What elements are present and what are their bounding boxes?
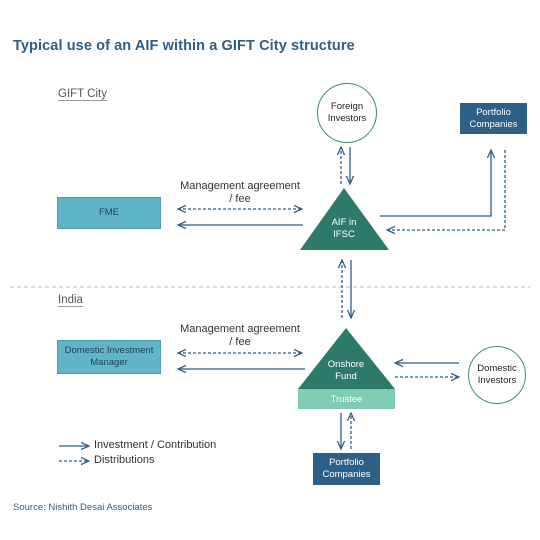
portfolio-companies-gift-node: Portfolio Companies <box>460 103 527 134</box>
diagram-title: Typical use of an AIF within a GIFT City… <box>13 38 355 54</box>
aif-triangle <box>300 188 389 250</box>
aif-in-ifsc-label: AIF in IFSC <box>331 217 357 240</box>
section-label-gift-city: GIFT City <box>58 88 107 100</box>
onshore-triangle <box>298 328 395 389</box>
legend-distributions-text: Distributions <box>94 454 155 466</box>
portfolio-companies-india-node: Portfolio Companies <box>313 453 380 485</box>
fme-node: FME <box>57 197 161 229</box>
section-label-india: India <box>58 294 83 306</box>
onshore-fund-label: Onshore Fund <box>327 359 365 382</box>
domestic-investment-manager-node: Domestic Investment Manager <box>57 340 161 374</box>
domestic-investors-node: Domestic Investors <box>468 346 526 404</box>
foreign-investors-node: Foreign Investors <box>317 83 377 143</box>
edge-aif-to-portfolio <box>380 150 491 217</box>
source-note: Source: Nishith Desai Associates <box>13 502 153 513</box>
edge-portfolio-to-aif <box>387 150 506 230</box>
management-agreement-label-gift: Management agreement / fee <box>180 180 300 205</box>
trustee-node: Trustee <box>298 389 395 409</box>
management-agreement-label-india: Management agreement / fee <box>180 323 300 348</box>
legend-investment-text: Investment / Contribution <box>94 439 217 451</box>
